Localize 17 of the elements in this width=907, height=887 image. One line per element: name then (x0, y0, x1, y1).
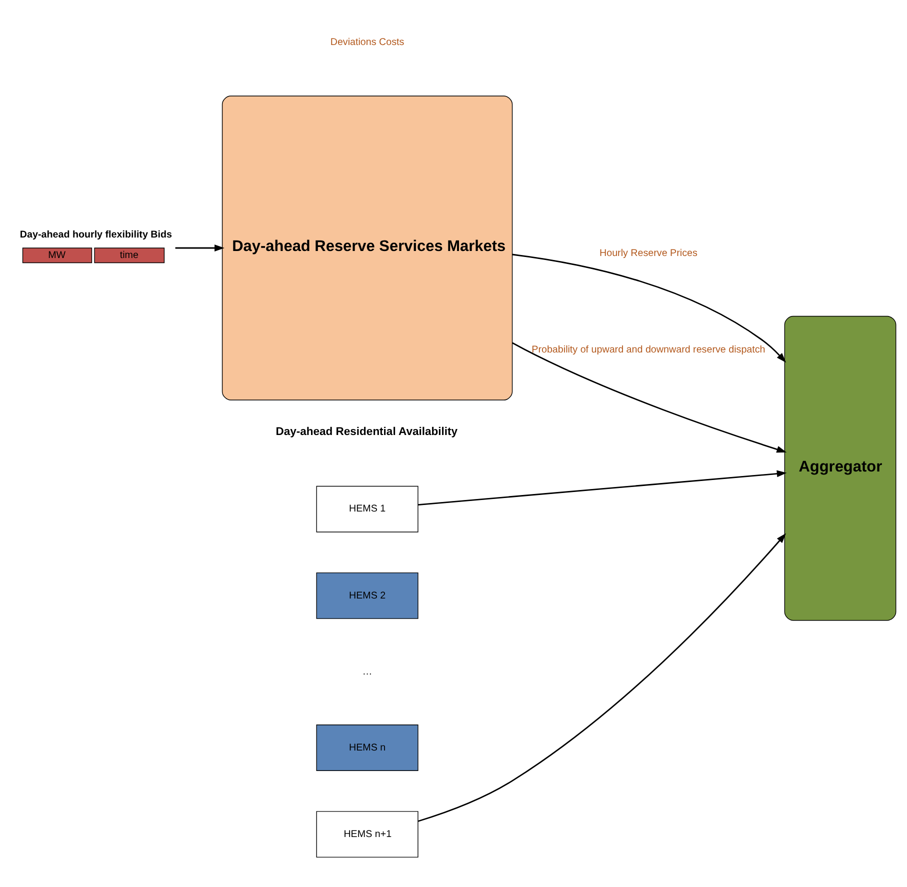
label: Deviations Costs (330, 37, 404, 48)
edge-label: Probability of upward and downward reserve dispatch (532, 344, 766, 356)
node-box: Day-ahead Reserve Services Markets (222, 96, 513, 400)
label: Day-ahead Residential Availability (276, 426, 458, 438)
arrow (175, 244, 224, 252)
node-box: HEMS 1 (316, 486, 418, 532)
node-box: HEMS 2 (316, 572, 418, 619)
label: … (362, 666, 372, 678)
arrow (512, 342, 787, 453)
node-label: Day-ahead hourly flexibility Bids (20, 230, 172, 241)
arrow (418, 470, 787, 506)
arrow (418, 533, 786, 822)
arrow (512, 254, 786, 363)
edge-label: Hourly Reserve Prices (600, 248, 698, 259)
node-box: HEMS n (316, 724, 418, 771)
node-box: HEMS n+1 (316, 811, 418, 858)
node-box: Aggregator (784, 316, 896, 621)
